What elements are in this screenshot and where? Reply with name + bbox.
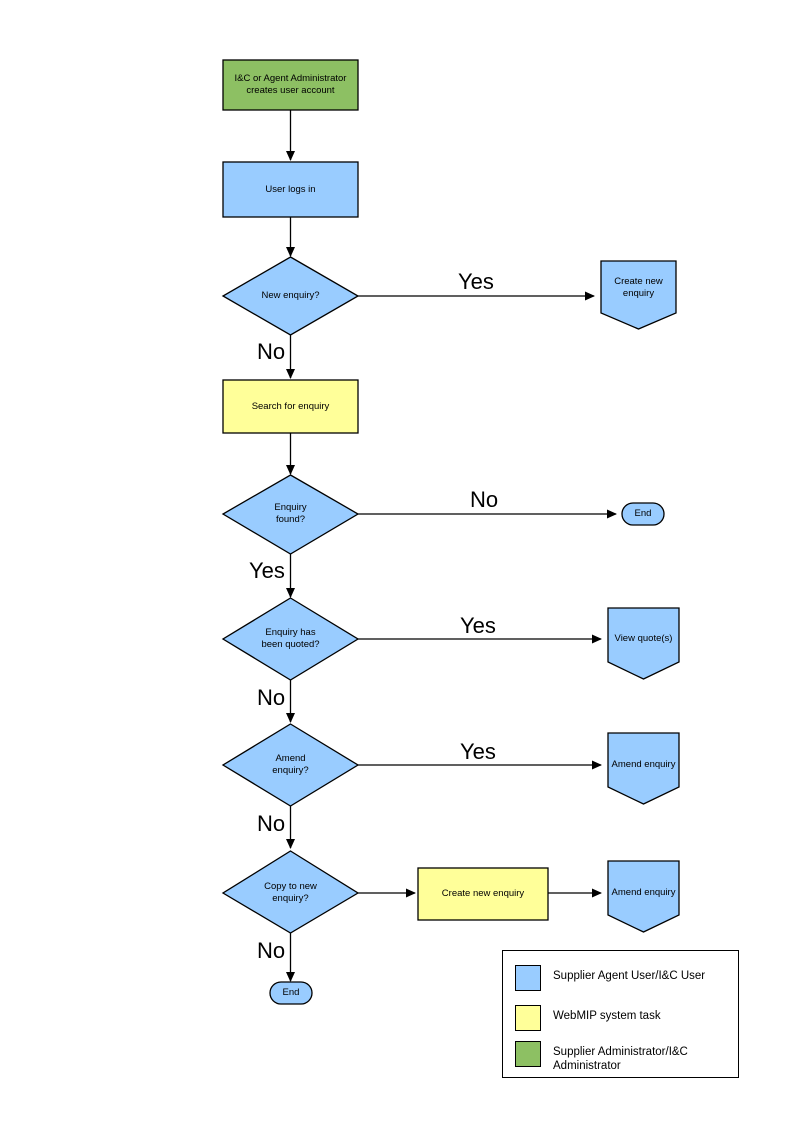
legend-swatch-user-icon	[515, 965, 541, 991]
node-search-for-enquiry[interactable]	[222, 379, 359, 434]
edge-label-amend-enquiry-yes: Yes	[460, 739, 496, 764]
edge-label-enquiry-found-no: No	[470, 487, 499, 512]
edge-label-new-enquiry-no: No	[257, 339, 286, 364]
node-end-1[interactable]	[621, 502, 665, 526]
legend-item-system: WebMIP system task	[515, 1005, 661, 1031]
node-create-new-enquiry-task[interactable]	[417, 867, 549, 921]
node-new-enquiry-decision[interactable]	[221, 256, 360, 336]
edge-label-enquiry-found-yes: Yes	[249, 558, 285, 583]
node-end-2[interactable]	[269, 981, 313, 1005]
node-enquiry-quoted-decision[interactable]	[221, 597, 360, 681]
node-amend-enquiry-decision[interactable]	[221, 723, 360, 807]
edge-label-copy-to-new-no: No	[257, 938, 286, 963]
legend-label-system: WebMIP system task	[553, 1010, 661, 1022]
legend-label-admin: Supplier Administrator/I&C Administrator	[553, 1046, 688, 1073]
legend-item-user: Supplier Agent User/I&C User	[515, 965, 705, 991]
legend-label-user: Supplier Agent User/I&C User	[553, 970, 706, 982]
legend-item-admin: Supplier Administrator/I&C Administrator	[515, 1041, 688, 1073]
node-view-quotes[interactable]	[607, 607, 680, 680]
node-enquiry-found-decision[interactable]	[221, 474, 360, 555]
edge-label-amend-enquiry-no: No	[257, 811, 286, 836]
edge-label-enquiry-quoted-yes: Yes	[460, 613, 496, 638]
legend-swatch-admin-icon	[515, 1041, 541, 1067]
node-admin-creates-account[interactable]	[222, 59, 359, 111]
node-create-new-enquiry-manual[interactable]	[600, 260, 677, 330]
node-copy-to-new-enquiry-decision[interactable]	[221, 850, 360, 934]
edge-label-enquiry-quoted-no: No	[257, 685, 286, 710]
legend-swatch-system-icon	[515, 1005, 541, 1031]
node-amend-enquiry-2[interactable]	[607, 860, 680, 933]
edge-label-new-enquiry-yes: Yes	[458, 269, 494, 294]
legend: Supplier Agent User/I&C User WebMIP syst…	[502, 950, 739, 1078]
node-amend-enquiry-1[interactable]	[607, 732, 680, 805]
node-user-logs-in[interactable]	[222, 161, 359, 218]
